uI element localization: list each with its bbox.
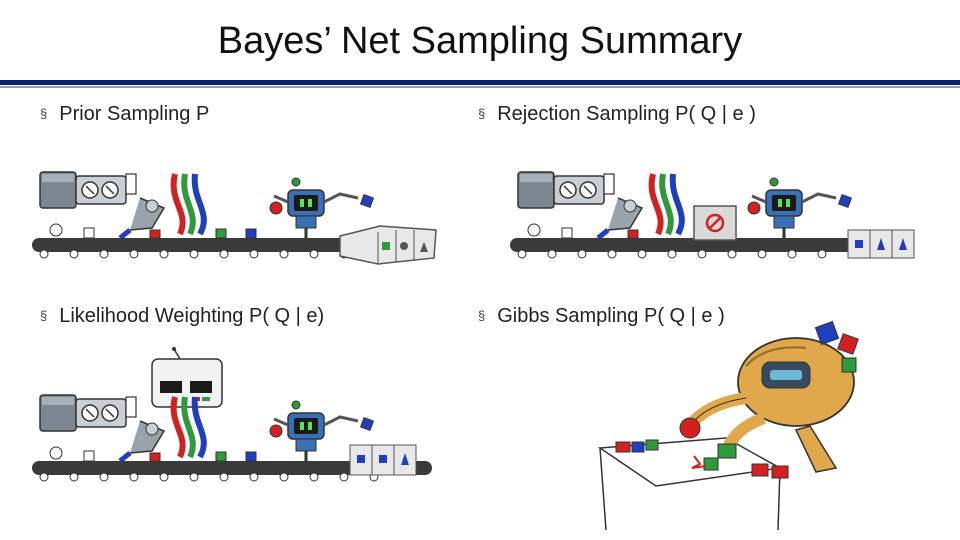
slide-title: Bayes’ Net Sampling Summary (217, 20, 743, 62)
gibbs-robot-icon (597, 320, 859, 531)
reject-bin (693, 205, 737, 241)
output-boxes (847, 229, 915, 259)
likelihood-weighting-illustration (40, 347, 460, 495)
bullet-rejection-sampling: § Rejection Sampling P( Q | e ) (478, 103, 756, 126)
title-rule (0, 80, 960, 85)
bullet-likelihood-label: Likelihood Weighting P( Q | e) (59, 305, 325, 327)
bullet-rejection-label: Rejection Sampling P( Q | e ) (497, 103, 756, 125)
bullet-marker: § (478, 106, 486, 121)
bullet-prior-label: Prior Sampling P (59, 103, 210, 125)
output-crate (339, 225, 437, 265)
output-boxes (349, 444, 417, 476)
rejection-sampling-illustration (518, 172, 915, 272)
title-rule-shadow (0, 86, 960, 88)
bullet-marker: § (40, 106, 48, 121)
bullet-marker: § (40, 308, 48, 323)
prior-sampling-illustration (40, 172, 437, 265)
bullet-marker: § (478, 308, 486, 323)
bullet-gibbs-sampling: § Gibbs Sampling P( Q | e ) (478, 305, 725, 328)
bullet-likelihood-weighting: § Likelihood Weighting P( Q | e) (40, 305, 324, 328)
bullet-gibbs-label: Gibbs Sampling P( Q | e ) (497, 305, 725, 327)
reject-symbol-icon (705, 213, 725, 233)
bullet-prior-sampling: § Prior Sampling P (40, 103, 209, 126)
